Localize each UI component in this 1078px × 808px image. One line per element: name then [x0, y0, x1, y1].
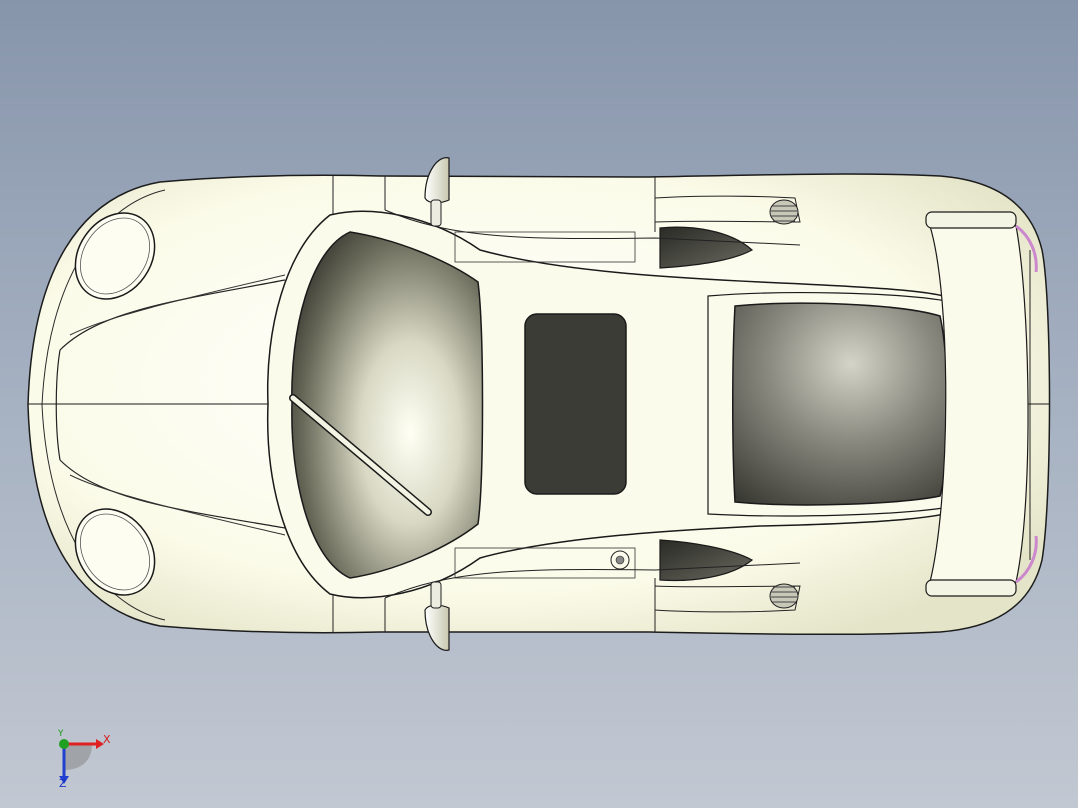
rear-window — [732, 302, 949, 506]
interior-panel-right — [454, 547, 636, 579]
sunroof-glass — [524, 313, 627, 495]
hood-outline-bottom — [69, 274, 286, 336]
mirror-right — [424, 604, 450, 651]
triad-x-label: X — [103, 733, 111, 746]
headlight-right-inner — [79, 513, 151, 591]
door-line-right — [384, 562, 801, 599]
mirror-left — [424, 157, 450, 204]
triad-z-label: Z — [59, 777, 67, 790]
interior-panel-left — [454, 231, 636, 263]
side-vent-left-slats — [771, 205, 797, 222]
wing-mount-left — [925, 211, 1017, 229]
hood-line-bottom — [59, 459, 286, 529]
hood-line-top — [59, 279, 286, 351]
side-vent-right-slats — [771, 586, 797, 603]
mirror-left-stalk — [430, 199, 442, 227]
triad-y-label: Y — [58, 729, 64, 739]
fuel-cap — [610, 550, 630, 570]
door-line-left — [384, 209, 801, 246]
triad-z-arrowhead — [59, 776, 69, 784]
headlight-right — [74, 508, 156, 596]
view-orientation-triad[interactable]: X Y Z — [44, 726, 124, 796]
hood-outline-top — [69, 474, 286, 536]
side-window-left — [659, 226, 754, 269]
rear-light-right — [1015, 535, 1038, 584]
side-vent-left — [769, 199, 799, 225]
fuel-cap-inner — [615, 555, 625, 565]
hood-center-arc — [55, 349, 61, 461]
wing-mount-right — [925, 579, 1017, 597]
windshield — [291, 231, 484, 579]
side-intake-right — [654, 585, 801, 613]
side-vent-right — [769, 583, 799, 609]
triad-shadow — [64, 744, 92, 770]
triad-y-axis-dot — [59, 739, 69, 749]
side-intake-left — [654, 195, 801, 223]
side-window-right — [659, 539, 754, 582]
mirror-right-stalk — [430, 581, 442, 609]
headlight-left — [74, 212, 156, 300]
headlight-left-inner — [79, 217, 151, 295]
rear-light-left — [1015, 224, 1038, 273]
wiper-blade-highlight — [290, 395, 431, 515]
triad-x-arrowhead — [96, 739, 104, 749]
